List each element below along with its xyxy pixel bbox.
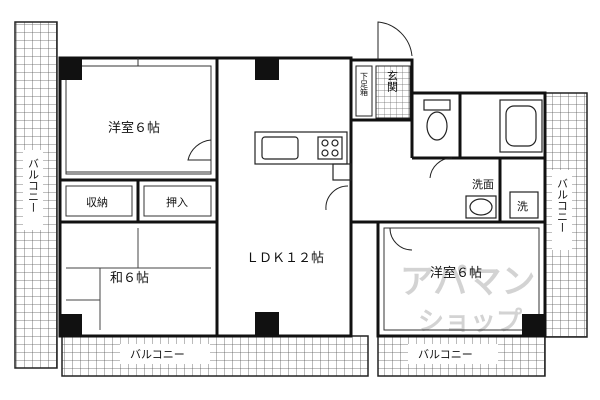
balcony-left: [14, 21, 58, 369]
washer-box: [509, 191, 539, 219]
balcony-label-bottom-left: バルコニー: [130, 348, 185, 361]
svg-text:アパマン: アパマン: [400, 262, 535, 302]
toilet-icon: [423, 99, 451, 141]
room-label-ldk: ＬＤＫ１２帖: [246, 251, 324, 266]
room-label-storage: 収納: [86, 196, 108, 209]
room-label-western-south: 洋室６帖: [430, 265, 482, 281]
shoe-box: [355, 65, 373, 117]
balcony-bottom-left: [61, 335, 369, 377]
balcony-label-right: バルコニー: [556, 178, 569, 233]
entrance-floor: [375, 65, 411, 119]
room-label-shoe-box: 下足箱: [360, 72, 369, 97]
balcony-label-left: バルコニー: [27, 158, 40, 213]
room-label-western-north: 洋室６帖: [108, 120, 160, 136]
watermark-logo: アパマン ショップ: [400, 262, 535, 337]
room-label-entrance: 玄関: [386, 69, 399, 92]
balcony-label-bottom-right: バルコニー: [418, 348, 473, 361]
doors: [187, 21, 453, 251]
thin-lines: [65, 58, 540, 331]
room-label-closet: 押入: [166, 195, 188, 209]
columns: [60, 58, 545, 336]
balcony-right: [544, 92, 588, 338]
kitchen-counter: [254, 131, 352, 181]
room-label-washroom: 洗面: [472, 178, 494, 191]
wash-basin-icon: [465, 195, 497, 219]
room-label-japanese: 和６帖: [110, 271, 149, 286]
bathtub-icon: [499, 99, 543, 153]
svg-text:ショップ: ショップ: [418, 307, 523, 337]
tatami: [66, 228, 211, 330]
room-label-washer: 洗: [517, 200, 528, 213]
